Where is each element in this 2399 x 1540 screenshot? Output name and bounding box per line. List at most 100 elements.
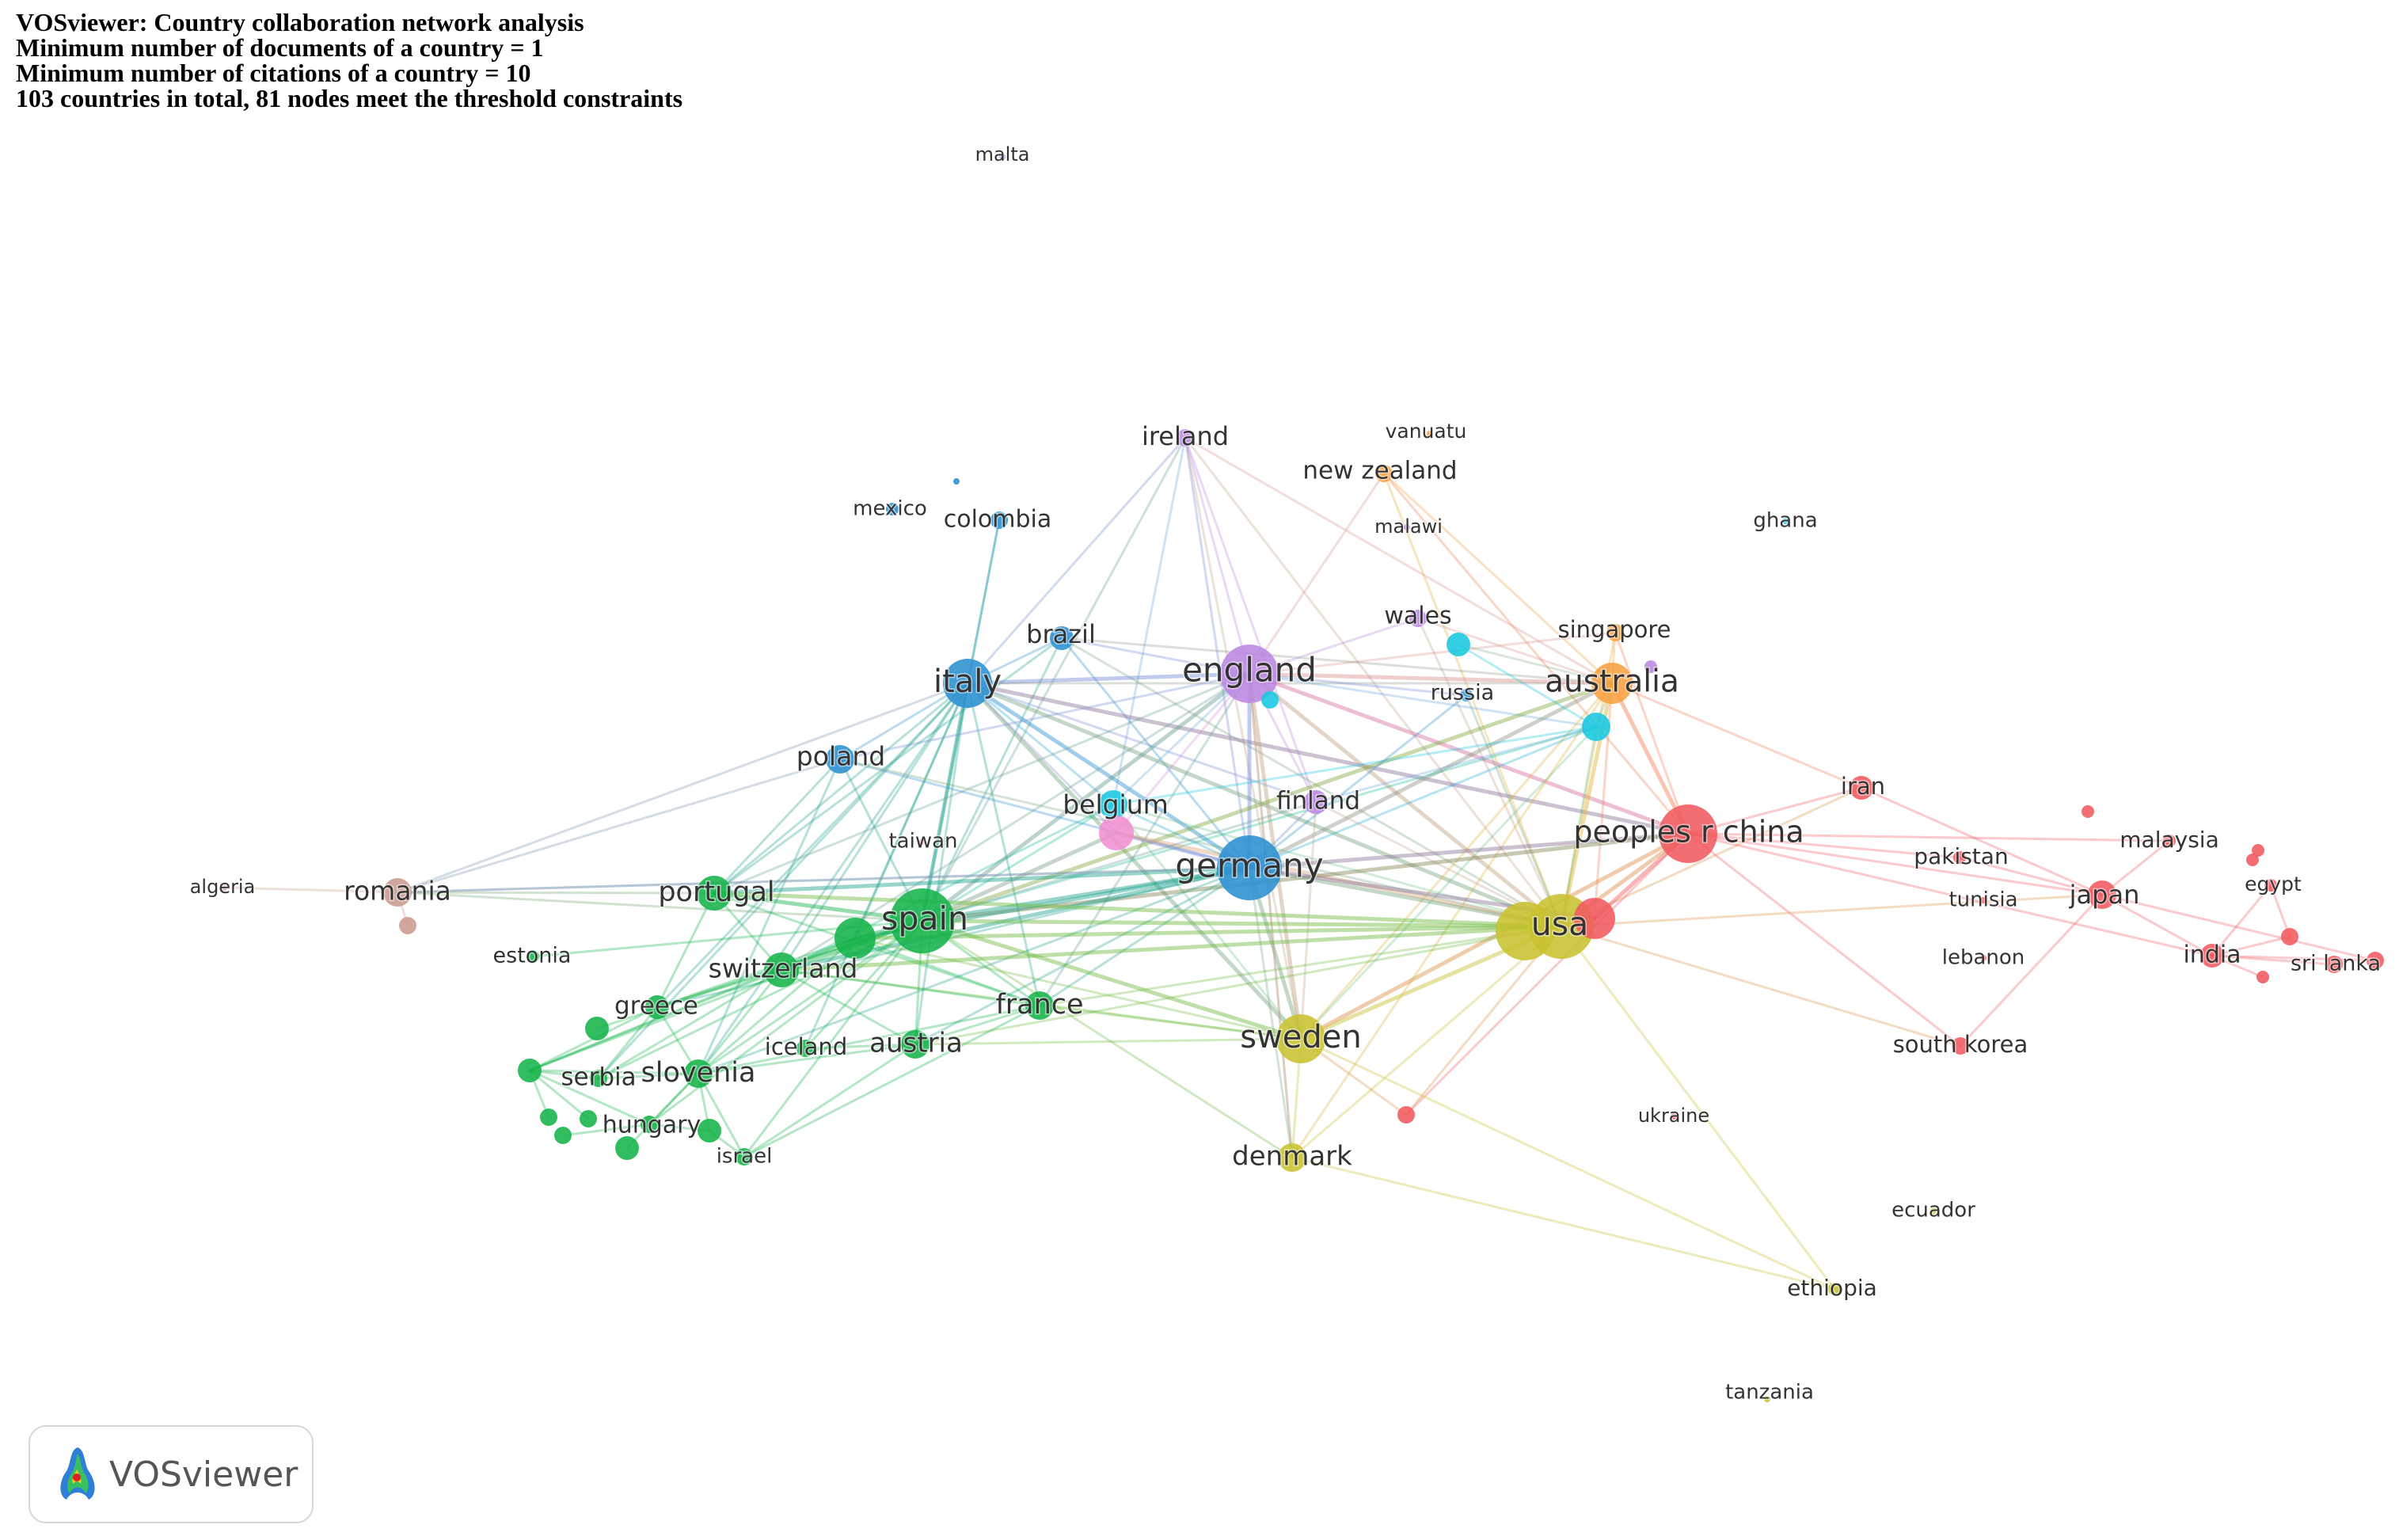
node-ireland[interactable] (1177, 429, 1194, 447)
network-nodes[interactable] (221, 154, 2384, 1402)
node-russia[interactable] (1460, 689, 1473, 702)
node-slovenia[interactable] (684, 1059, 713, 1088)
node-malta[interactable] (999, 154, 1006, 160)
node-greece[interactable] (645, 995, 669, 1019)
node-italy[interactable] (943, 659, 992, 708)
node-unl-green4[interactable] (540, 1108, 557, 1126)
link-australia-iran (1610, 682, 1863, 789)
node-malawi[interactable] (1404, 524, 1410, 530)
label-pakistan: pakistan (1914, 843, 2008, 869)
node-england[interactable] (1220, 645, 1279, 703)
node-unl-brown1[interactable] (399, 917, 416, 934)
node-taiwan[interactable] (919, 838, 926, 845)
link-sweden-austria (914, 1037, 1302, 1046)
node-sri-lanka[interactable] (2325, 956, 2343, 973)
node-denmark[interactable] (1278, 1143, 1306, 1172)
node-unl-red5[interactable] (2281, 928, 2298, 945)
node-finland[interactable] (1304, 790, 1328, 814)
link-japan-pakistan (1958, 856, 2104, 896)
node-unl-green5[interactable] (580, 1110, 597, 1127)
link-portugal-greece (656, 892, 716, 1009)
label-india: india (2183, 941, 2241, 969)
node-unl-red4[interactable] (1574, 898, 1615, 939)
link-ireland-australia (1184, 436, 1614, 685)
node-austria[interactable] (901, 1030, 930, 1059)
link-italy-spain (920, 681, 970, 923)
node-singapore[interactable] (1606, 624, 1624, 641)
node-hungary[interactable] (641, 1116, 658, 1133)
node-unl-green1[interactable] (835, 918, 876, 959)
node-serbia[interactable] (590, 1070, 607, 1087)
node-india[interactable] (2200, 944, 2224, 968)
link-slovenia-unl_green8 (625, 1072, 700, 1150)
node-unl-red7[interactable] (2256, 971, 2269, 983)
node-iran[interactable] (1850, 776, 1873, 800)
node-sweden[interactable] (1276, 1014, 1325, 1063)
node-romania[interactable] (383, 878, 412, 907)
node-unl-green2[interactable] (585, 1017, 609, 1040)
node-egypt[interactable] (2264, 879, 2277, 892)
link-belgium-spain (921, 803, 1115, 922)
node-japan[interactable] (2088, 880, 2116, 909)
link-italy-finland (966, 682, 1317, 804)
node-unl-yellow1[interactable] (1496, 902, 1554, 960)
node-iceland[interactable] (796, 1040, 814, 1057)
node-france[interactable] (1025, 991, 1054, 1020)
node-algeria[interactable] (221, 884, 227, 891)
node-brazil[interactable] (1050, 626, 1074, 650)
node-wales[interactable] (1409, 610, 1427, 627)
node-unl-cyan2[interactable] (1447, 633, 1470, 656)
link-unl_cyan3-belgium (1112, 725, 1598, 806)
node-ghana[interactable] (1782, 518, 1789, 524)
link-unl_pink1-usa (1114, 831, 1564, 929)
node-unl-red2[interactable] (2252, 844, 2264, 857)
node-colombia[interactable] (990, 511, 1008, 529)
label-russia: russia (1431, 681, 1494, 705)
node-germany[interactable] (1217, 835, 1282, 900)
node-unl-red8[interactable] (1397, 1106, 1415, 1124)
node-new-zealand[interactable] (1375, 465, 1393, 482)
node-mexico[interactable] (886, 503, 899, 515)
node-spain[interactable] (890, 888, 955, 953)
node-south-korea[interactable] (1952, 1037, 1969, 1055)
node-unl-red6[interactable] (2367, 952, 2384, 969)
node-ecuador[interactable] (1930, 1207, 1937, 1214)
node-unl-blue1[interactable] (953, 478, 960, 485)
link-unl_green1-france (854, 937, 1041, 1007)
node-unl-red1[interactable] (2082, 805, 2094, 818)
node-unl-green8[interactable] (615, 1136, 639, 1160)
label-new-zealand: new zealand (1302, 457, 1457, 485)
node-unl-green7[interactable] (698, 1119, 721, 1143)
node-switzerland[interactable] (764, 953, 799, 987)
node-australia[interactable] (1591, 663, 1633, 704)
node-portugal[interactable] (697, 876, 732, 911)
node-vanuatu[interactable] (1427, 431, 1433, 437)
node-pakistan[interactable] (1953, 851, 1966, 864)
node-unl-cyan1[interactable] (1261, 691, 1279, 709)
node-belgium[interactable] (1099, 790, 1127, 819)
node-peoples-r-china[interactable] (1659, 804, 1717, 863)
link-italy-portugal (713, 682, 969, 895)
link-brazil-spain (921, 637, 1063, 922)
node-israel[interactable] (736, 1148, 753, 1165)
node-tunisia[interactable] (1980, 897, 1986, 903)
node-tanzania[interactable] (1764, 1396, 1770, 1402)
link-singapore-peoples_r_china (1614, 631, 1690, 835)
node-ethiopia[interactable] (1828, 1283, 1841, 1295)
link-switzerland-slovenia (697, 968, 783, 1075)
node-malaysia[interactable] (2163, 835, 2176, 847)
node-unl-cyan3[interactable] (1582, 713, 1610, 741)
node-poland[interactable] (826, 745, 854, 774)
node-unl-green3[interactable] (518, 1059, 542, 1082)
node-unl-pink1[interactable] (1099, 816, 1134, 850)
node-unl-red3[interactable] (2246, 854, 2259, 866)
node-ukraine[interactable] (1671, 1113, 1677, 1120)
link-unl_green1-usa (853, 924, 1564, 941)
node-lebanon[interactable] (1980, 955, 1986, 961)
node-estonia[interactable] (527, 950, 539, 963)
node-unl-purple1[interactable] (1644, 660, 1657, 673)
node-unl-green6[interactable] (554, 1127, 572, 1144)
link-brazil-australia (1060, 637, 1614, 685)
label-ireland: ireland (1142, 421, 1229, 451)
